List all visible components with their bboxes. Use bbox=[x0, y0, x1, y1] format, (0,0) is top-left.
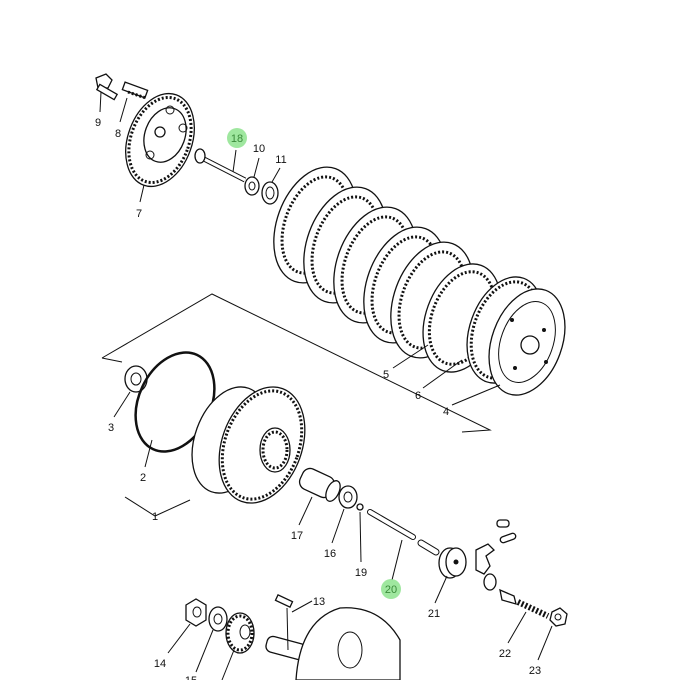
callout-1: 1 bbox=[152, 511, 158, 523]
callout-11: 11 bbox=[275, 154, 286, 166]
callout-20: 20 bbox=[385, 584, 397, 596]
callout-10: 10 bbox=[253, 143, 265, 155]
part-1-clutch-housing bbox=[191, 386, 306, 504]
part-20-push-rod bbox=[367, 509, 440, 556]
callout-6: 6 bbox=[415, 390, 421, 402]
callout-18: 18 bbox=[231, 133, 243, 145]
part-11-washer bbox=[261, 181, 279, 205]
part-16-washer bbox=[338, 485, 358, 509]
part-19-ball bbox=[356, 503, 364, 511]
part-18-push-rod bbox=[194, 148, 247, 183]
crankshaft bbox=[265, 607, 401, 680]
part-10-nut bbox=[244, 176, 260, 196]
highlight-18 bbox=[227, 128, 247, 148]
callout-23: 23 bbox=[529, 665, 541, 677]
part-3-washer bbox=[124, 365, 148, 393]
part-15-washer bbox=[208, 606, 228, 632]
part-7-pressure-plate bbox=[125, 92, 195, 188]
part-8-bolt bbox=[121, 81, 149, 100]
callout-22: 22 bbox=[499, 648, 511, 660]
part-4-clutch-boss bbox=[466, 276, 566, 396]
callout-21: 21 bbox=[428, 608, 440, 620]
callout-15: 15 bbox=[185, 675, 197, 680]
part-9-bolt bbox=[95, 73, 119, 101]
callout-8: 8 bbox=[115, 128, 121, 140]
part-14-nut bbox=[185, 598, 207, 627]
callout-labels: 9 8 18 10 11 7 5 6 4 3 2 1 17 16 19 20 2… bbox=[95, 117, 541, 680]
callout-2: 2 bbox=[140, 472, 146, 484]
callout-9: 9 bbox=[95, 117, 101, 129]
callout-19: 19 bbox=[355, 567, 367, 579]
part-21-pusher bbox=[438, 547, 467, 579]
part-17-spacer bbox=[298, 467, 341, 502]
part-23-nut bbox=[549, 607, 568, 627]
part-22-adjust-screw bbox=[516, 599, 550, 619]
part-15-gear bbox=[225, 612, 255, 654]
callout-13: 13 bbox=[313, 596, 325, 608]
callout-7: 7 bbox=[136, 208, 142, 220]
adjuster-parts bbox=[475, 519, 517, 605]
callout-14: 14 bbox=[154, 658, 166, 670]
part-13-key bbox=[274, 594, 294, 608]
highlight-20 bbox=[381, 579, 401, 599]
callout-3: 3 bbox=[108, 422, 114, 434]
callout-16: 16 bbox=[324, 548, 336, 560]
assembly-bracket bbox=[101, 293, 492, 517]
callout-4: 4 bbox=[443, 406, 449, 418]
callout-17: 17 bbox=[291, 530, 303, 542]
leader-lines bbox=[99, 91, 553, 680]
callout-5: 5 bbox=[383, 369, 389, 381]
